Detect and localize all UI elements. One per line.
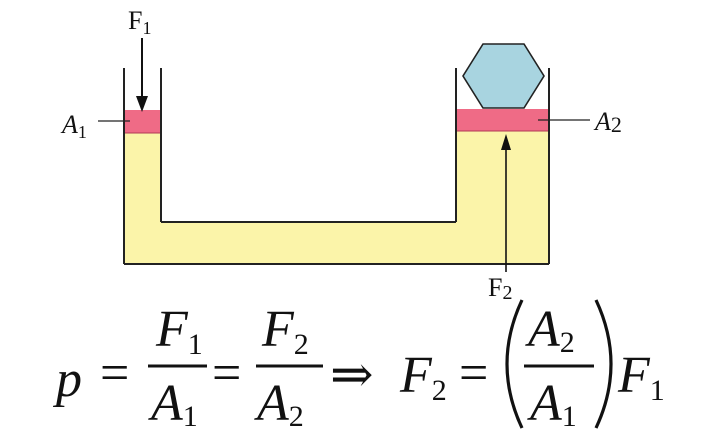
a2-label: A2 xyxy=(593,107,622,137)
eq-lhs-f2: F2 xyxy=(399,347,447,407)
small-piston xyxy=(125,110,160,133)
right-paren xyxy=(594,299,613,429)
eq-equals-2: = xyxy=(212,345,241,402)
frac1-denominator: A1 xyxy=(148,375,198,433)
frac1-numerator: F1 xyxy=(155,301,203,361)
eq-implies: ⇒ xyxy=(330,347,374,404)
frac2-numerator: F2 xyxy=(261,301,309,361)
eq-equals-3: = xyxy=(459,345,488,402)
pascal-equation: p = F1 A1 = F2 A2 ⇒ F2 = A2 xyxy=(52,299,665,433)
f2-label: F2 xyxy=(488,273,512,304)
f2-arrow-head xyxy=(501,134,511,150)
f1-arrow-head xyxy=(136,96,148,112)
left-paren xyxy=(505,299,524,429)
eq-equals-1: = xyxy=(100,345,129,402)
large-piston xyxy=(457,109,548,131)
a1-label: A1 xyxy=(60,110,87,142)
hexagon-weight xyxy=(462,43,545,109)
eq-p: p xyxy=(52,351,82,408)
frac3-numerator: A2 xyxy=(525,301,575,359)
frac2-denominator: A2 xyxy=(254,375,304,433)
frac3-denominator: A1 xyxy=(527,375,577,433)
f1-label: F1 xyxy=(128,6,151,38)
hydraulic-fluid xyxy=(124,131,549,264)
eq-rhs-f1: F1 xyxy=(617,347,665,407)
